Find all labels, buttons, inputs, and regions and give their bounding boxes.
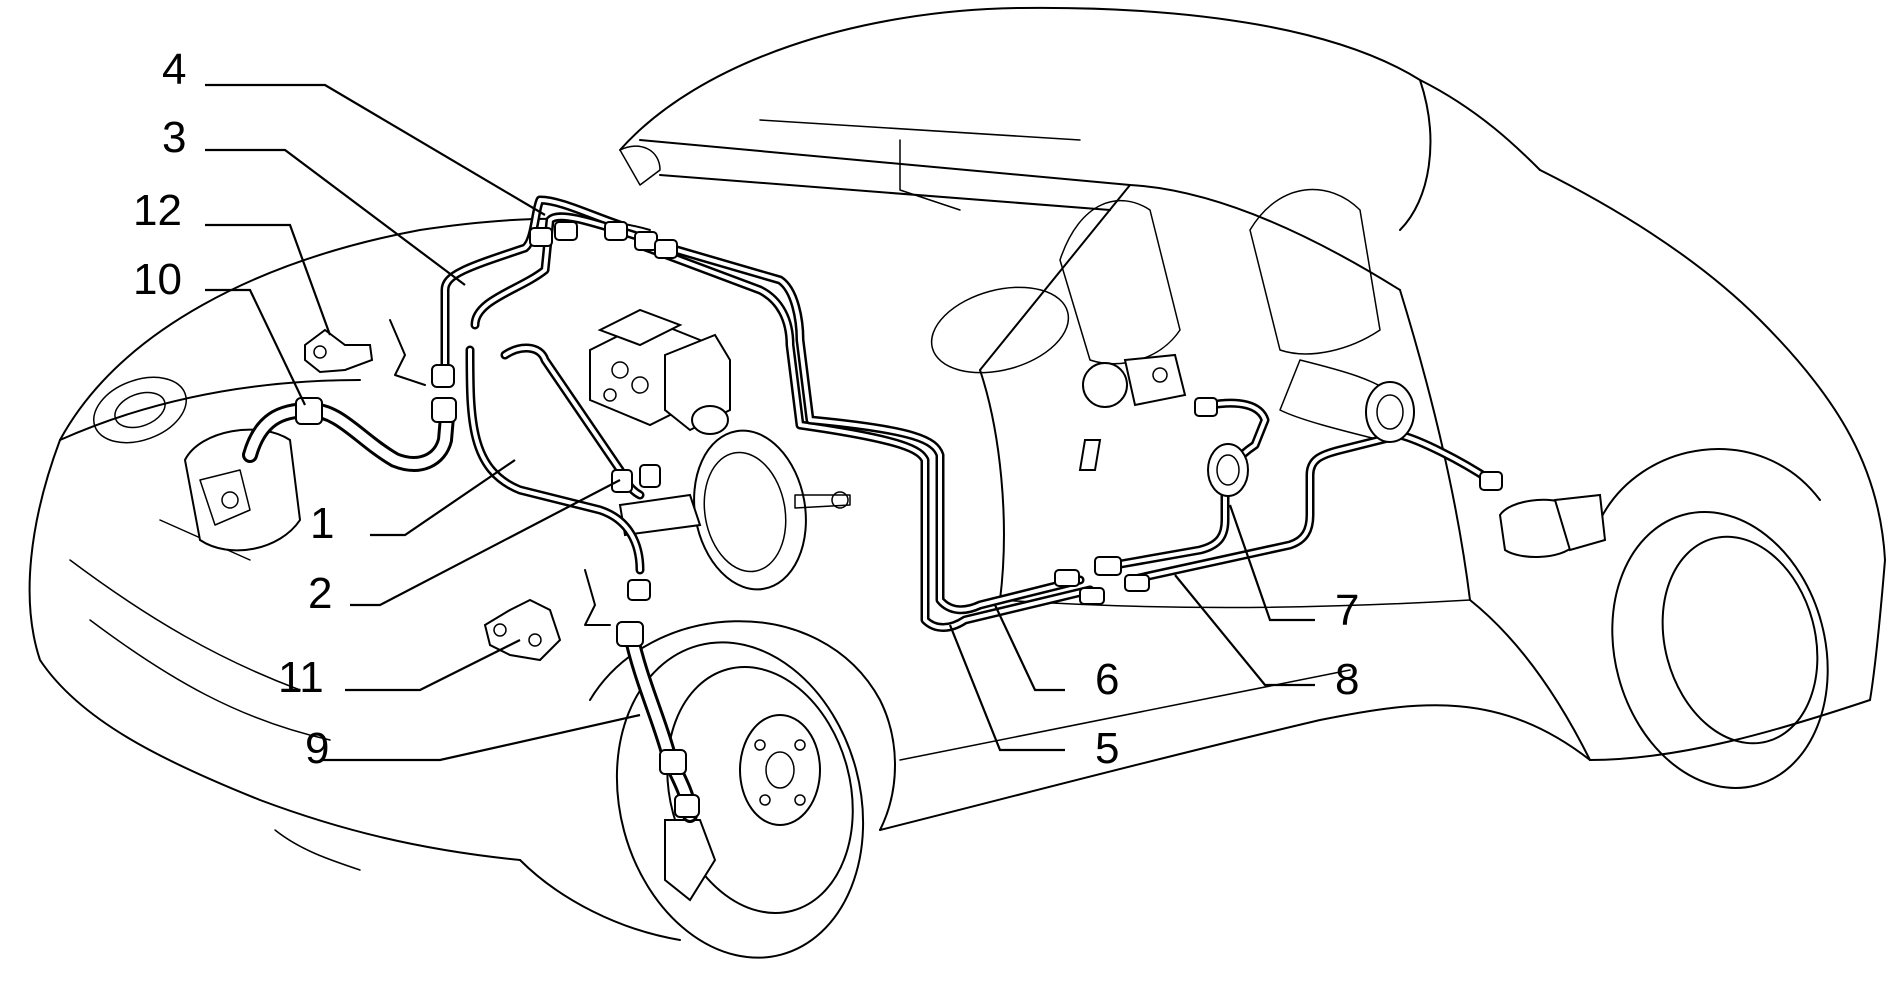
rear-caliper	[1498, 493, 1607, 558]
rear-wheel	[1599, 448, 1829, 789]
bracket-12	[304, 319, 426, 386]
car-body	[28, 6, 1886, 941]
brake-pipes	[440, 195, 1495, 632]
abs-modulator	[589, 308, 731, 435]
callout-7: 7	[1335, 586, 1359, 635]
callout-1: 1	[310, 499, 334, 548]
callout-10: 10	[133, 255, 182, 304]
callout-8: 8	[1335, 655, 1359, 704]
leader-lines	[205, 83, 1315, 762]
brake-regulator	[1078, 353, 1187, 471]
callout-11: 11	[278, 653, 324, 702]
callout-5: 5	[1095, 724, 1119, 773]
brake-servo	[618, 429, 851, 591]
callout-2: 2	[308, 569, 332, 618]
bracket-11	[483, 569, 611, 662]
callout-12: 12	[133, 186, 182, 235]
front-wheel	[615, 641, 865, 959]
callout-9: 9	[305, 724, 329, 773]
callout-3: 3	[162, 113, 186, 162]
callout-labels: 4 3 12 10 1 2 11 9 5 6 7 8	[133, 45, 1359, 773]
callout-6: 6	[1095, 655, 1119, 704]
callout-4: 4	[162, 45, 186, 94]
union-fittings	[431, 221, 1503, 605]
front-left-caliper	[183, 428, 302, 552]
flexible-hoses	[242, 397, 700, 823]
